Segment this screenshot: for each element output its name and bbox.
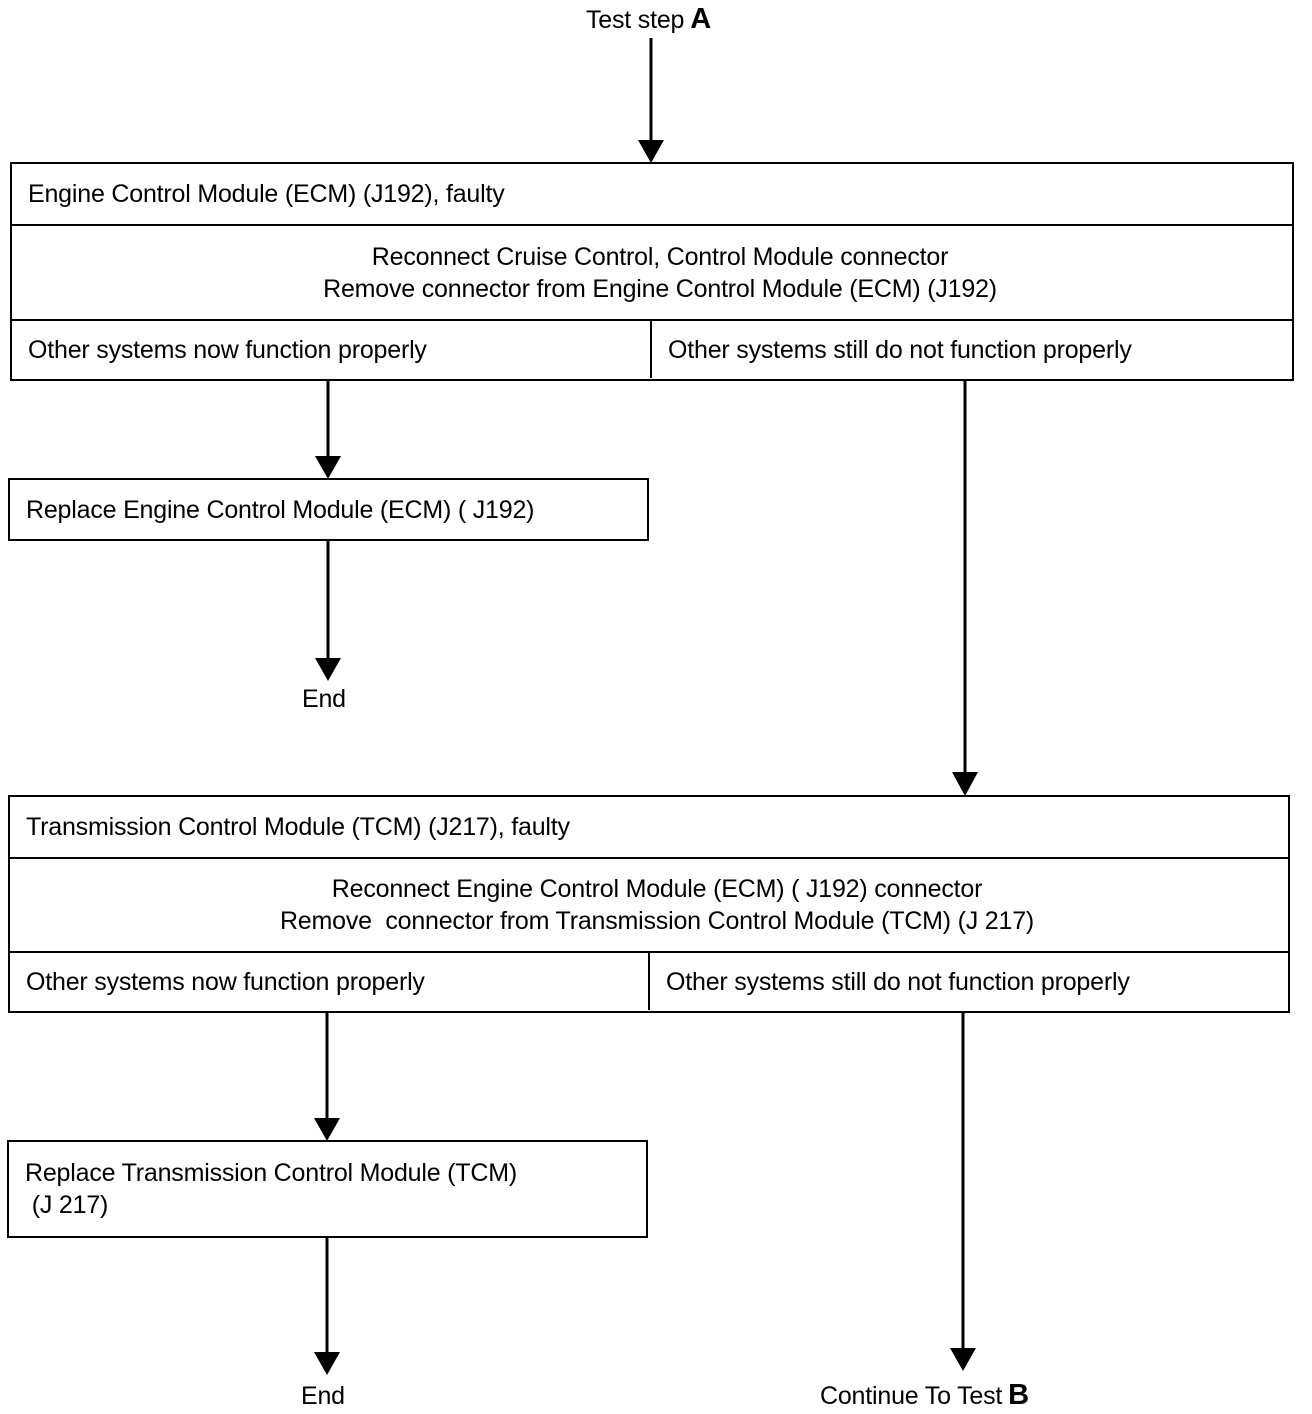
replace-tcm-line-2: (J 217)	[25, 1191, 109, 1219]
arrowhead-end1	[315, 658, 341, 681]
tcm-outcome-ok-text: Other systems now function properly	[26, 967, 425, 996]
ecm-action-line-1: Reconnect Cruise Control, Control Module…	[371, 242, 949, 271]
tcm-action-line-1: Reconnect Engine Control Module (ECM) ( …	[331, 875, 983, 903]
replace-ecm-text: Replace Engine Control Module (ECM) ( J1…	[26, 495, 535, 524]
tcm-header-text: Transmission Control Module (TCM) (J217)…	[26, 813, 570, 841]
continue-text: Continue To Test	[820, 1382, 1003, 1410]
ecm-outcome-ok: Other systems now function properly	[12, 321, 652, 378]
ecm-action-line-2: Remove connector from Engine Control Mod…	[323, 274, 997, 303]
tcm-action: Reconnect Engine Control Module (ECM) ( …	[10, 859, 1288, 953]
replace-tcm-line-1: Replace Transmission Control Module (TCM…	[25, 1159, 517, 1187]
end-label-2: End	[301, 1382, 345, 1410]
tcm-outcome-ok: Other systems now function properly	[10, 953, 650, 1010]
arrowhead-end2	[314, 1352, 340, 1375]
arrowhead-block1	[638, 140, 664, 163]
ecm-outcome-ok-text: Other systems now function properly	[28, 335, 427, 364]
ecm-header-text: Engine Control Module (ECM) (J192), faul…	[28, 180, 505, 208]
ecm-outcome-fail-text: Other systems still do not function prop…	[668, 335, 1132, 364]
ecm-outcome-fail: Other systems still do not function prop…	[652, 321, 1292, 378]
arrowhead-continue	[950, 1348, 976, 1371]
arrowhead-replace1	[315, 456, 341, 479]
tcm-test-block: Transmission Control Module (TCM) (J217)…	[8, 795, 1290, 1013]
arrowhead-block2	[952, 772, 978, 796]
replace-ecm-box: Replace Engine Control Module (ECM) ( J1…	[8, 478, 649, 541]
replace-tcm-box: Replace Transmission Control Module (TCM…	[7, 1140, 648, 1238]
arrowhead-replace2	[314, 1118, 340, 1141]
tcm-outcome-fail: Other systems still do not function prop…	[650, 953, 1288, 1010]
continue-letter: B	[1008, 1379, 1029, 1411]
tcm-header: Transmission Control Module (TCM) (J217)…	[10, 797, 1288, 859]
start-text: Test step	[586, 6, 685, 34]
tcm-outcomes: Other systems now function properly Othe…	[10, 953, 1288, 1010]
ecm-header: Engine Control Module (ECM) (J192), faul…	[12, 164, 1292, 226]
ecm-outcomes: Other systems now function properly Othe…	[12, 321, 1292, 378]
end-label-1: End	[302, 685, 346, 713]
tcm-outcome-fail-text: Other systems still do not function prop…	[666, 967, 1130, 996]
start-letter: A	[690, 3, 711, 35]
tcm-action-line-2: Remove connector from Transmission Contr…	[279, 907, 1035, 935]
ecm-test-block: Engine Control Module (ECM) (J192), faul…	[10, 162, 1294, 381]
ecm-action: Reconnect Cruise Control, Control Module…	[12, 226, 1292, 321]
